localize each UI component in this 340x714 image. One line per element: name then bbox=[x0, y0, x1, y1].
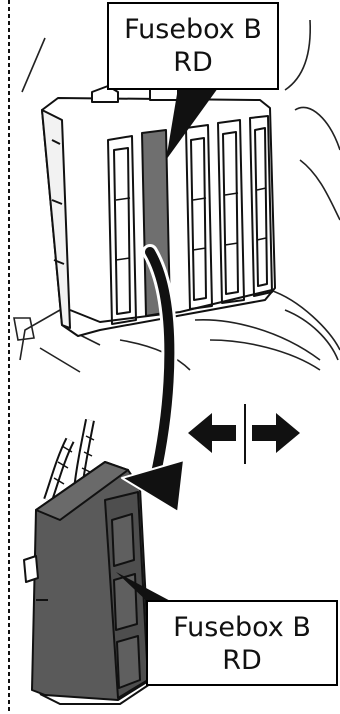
fusebox-block-relocated bbox=[24, 420, 150, 704]
callout-top-line1: Fusebox B bbox=[109, 13, 277, 46]
callout-bottom-line2: RD bbox=[148, 644, 336, 677]
callout-bottom-line1: Fusebox B bbox=[148, 611, 336, 644]
callout-label-top: Fusebox B RD bbox=[107, 2, 279, 90]
left-right-arrows-icon bbox=[188, 404, 300, 464]
callout-top-line2: RD bbox=[109, 46, 277, 79]
callout-label-bottom: Fusebox B RD bbox=[146, 600, 338, 686]
